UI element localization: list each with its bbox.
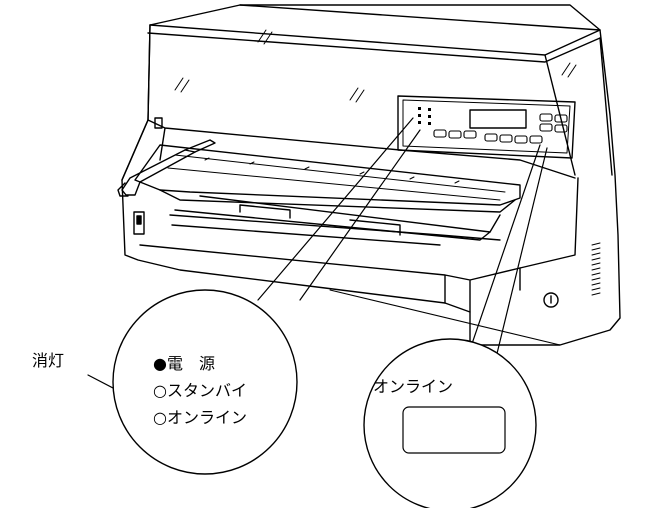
left-callout-circle xyxy=(112,289,298,475)
top-cover xyxy=(147,4,601,63)
left-side xyxy=(121,24,163,181)
operator-panel xyxy=(397,95,576,159)
right-callout-circle xyxy=(363,338,537,512)
power-led-label: ●電 源 xyxy=(153,354,215,373)
power-switch xyxy=(133,211,145,235)
left-paper-arm xyxy=(117,139,216,197)
standby-led-label: ○スタンバイ xyxy=(153,381,247,400)
side-vents xyxy=(591,242,601,296)
online-display-title: オンライン xyxy=(373,377,454,396)
panel-lcd xyxy=(469,109,527,129)
front-slot xyxy=(169,204,501,246)
paper-guide xyxy=(134,144,521,241)
panel-buttons xyxy=(433,113,568,144)
off-label: 消灯 xyxy=(32,351,65,370)
online-led-label: ○オンライン xyxy=(153,408,247,427)
glass-marks xyxy=(174,29,577,103)
side-knob xyxy=(543,292,559,308)
printer-body-outline xyxy=(121,4,621,346)
online-indicator-box xyxy=(402,406,506,454)
